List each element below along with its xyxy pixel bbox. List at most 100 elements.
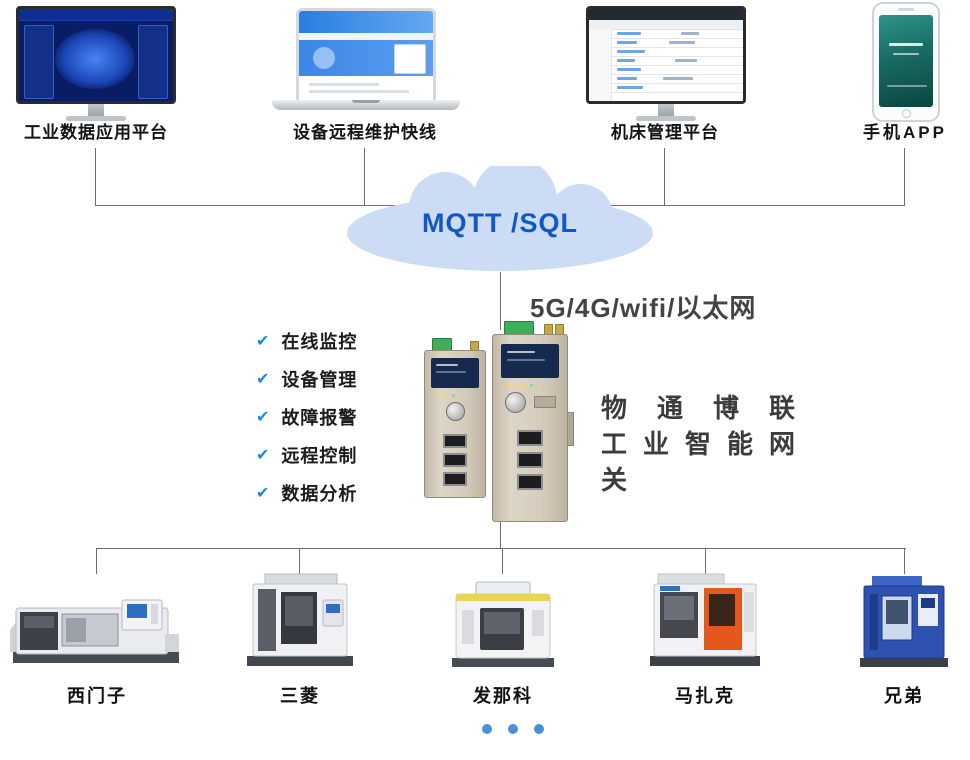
connector-line <box>299 548 300 574</box>
dashboard-screen <box>16 6 176 104</box>
table-row <box>611 47 743 57</box>
connector-line <box>500 522 501 548</box>
monitor-stand <box>658 104 674 117</box>
content-line <box>309 83 379 86</box>
feature-item: ✔ 在线监控 <box>256 328 357 354</box>
check-icon: ✔ <box>256 333 271 350</box>
carousel-dots <box>482 724 544 734</box>
cloud-shape <box>347 158 653 271</box>
table-row <box>611 65 743 75</box>
monitor-stand <box>88 104 104 117</box>
ethernet-port <box>443 472 467 486</box>
gateway-type: 工 业 智 能 网 关 <box>601 429 797 495</box>
status-led <box>522 384 525 387</box>
china-map-graphic <box>55 29 135 89</box>
check-icon: ✔ <box>256 409 271 426</box>
connector-line <box>904 548 905 574</box>
table-screen <box>586 6 746 104</box>
gateway-device-1 <box>424 338 486 498</box>
cnc-machine-graphic <box>650 573 760 666</box>
feature-item: ✔ 设备管理 <box>256 366 357 392</box>
feature-label: 设备管理 <box>281 370 358 390</box>
table-row <box>611 38 743 48</box>
dashboard-left-panel <box>24 25 54 99</box>
laptop-notch <box>352 100 380 103</box>
login-card <box>394 44 426 74</box>
table-toolbar <box>589 20 743 30</box>
screen-text-line <box>893 53 919 55</box>
table-navbar <box>589 9 743 20</box>
connector-line <box>705 548 706 574</box>
feature-item: ✔ 数据分析 <box>256 480 357 506</box>
connector-line <box>364 148 365 205</box>
gateway-brand: 物 通 博 联 <box>601 393 797 423</box>
feature-label: 在线监控 <box>281 332 358 352</box>
carousel-dot[interactable] <box>482 724 492 734</box>
sim-slot <box>534 396 556 408</box>
feature-label: 故障报警 <box>281 408 358 428</box>
dashboard-right-panel <box>138 25 168 99</box>
platform-label-mobile-app: 手机APP <box>863 123 947 142</box>
ethernet-port <box>443 453 467 467</box>
machine-fanuc <box>448 580 558 673</box>
phone-speaker <box>898 8 914 11</box>
machine-siemens <box>10 592 185 675</box>
ethernet-port <box>517 430 543 446</box>
machine-mazak <box>648 572 762 673</box>
content-line <box>309 90 409 93</box>
status-led <box>530 384 533 387</box>
phone-screen <box>879 15 933 107</box>
machine-label-fanuc: 发那科 <box>473 686 533 706</box>
connector-line <box>96 548 97 574</box>
dial-knob <box>446 402 465 421</box>
network-type-label: 5G/4G/wifi/以太网 <box>530 293 757 323</box>
laptop-base <box>272 100 460 110</box>
status-led <box>444 394 447 397</box>
monitor-base <box>66 116 126 121</box>
ethernet-port <box>443 434 467 448</box>
feature-label: 远程控制 <box>281 446 358 466</box>
table-row <box>611 74 743 84</box>
banner-illustration <box>313 47 335 69</box>
table-side-column <box>589 29 612 101</box>
ethernet-port <box>517 474 543 490</box>
feature-item: ✔ 故障报警 <box>256 404 357 430</box>
connector-line <box>502 548 503 574</box>
phone-home-button <box>902 109 911 118</box>
feature-label: 数据分析 <box>281 484 358 504</box>
platform-label-industrial-data: 工业数据应用平台 <box>24 123 168 142</box>
machine-label-brother: 兄弟 <box>884 686 924 706</box>
machine-label-siemens: 西门子 <box>67 686 127 706</box>
machine-mitsubishi <box>245 572 355 673</box>
status-led <box>436 394 439 397</box>
phone-body <box>872 2 940 122</box>
feature-item: ✔ 远程控制 <box>256 442 357 468</box>
dashboard-titlebar <box>19 9 173 21</box>
table-row <box>611 29 743 39</box>
gateway-label-panel <box>501 344 559 378</box>
table-row <box>611 56 743 66</box>
cnc-machine-graphic <box>860 576 948 667</box>
monitor-base <box>636 116 696 121</box>
connector-line <box>95 148 96 205</box>
check-icon: ✔ <box>256 447 271 464</box>
connector-line <box>904 148 905 205</box>
platform-label-remote-maintenance: 设备远程维护快线 <box>293 123 437 142</box>
cnc-machine-graphic <box>247 573 353 666</box>
carousel-dot[interactable] <box>534 724 544 734</box>
machine-label-mitsubishi: 三菱 <box>280 686 320 706</box>
cloud-label: MQTT /SQL <box>422 208 578 238</box>
status-led <box>514 384 517 387</box>
table-row <box>611 83 743 93</box>
webpage-header <box>299 11 433 33</box>
connector-bus-bottom <box>96 548 906 549</box>
screen-text-line <box>887 85 927 87</box>
machine-brother <box>858 574 950 673</box>
carousel-dot[interactable] <box>508 724 518 734</box>
ethernet-port <box>517 452 543 468</box>
cnc-lathe-graphic <box>10 599 179 663</box>
connector-line <box>500 272 501 330</box>
cloud: MQTT /SQL <box>345 158 655 272</box>
check-icon: ✔ <box>256 371 271 388</box>
dial-knob <box>505 392 526 413</box>
